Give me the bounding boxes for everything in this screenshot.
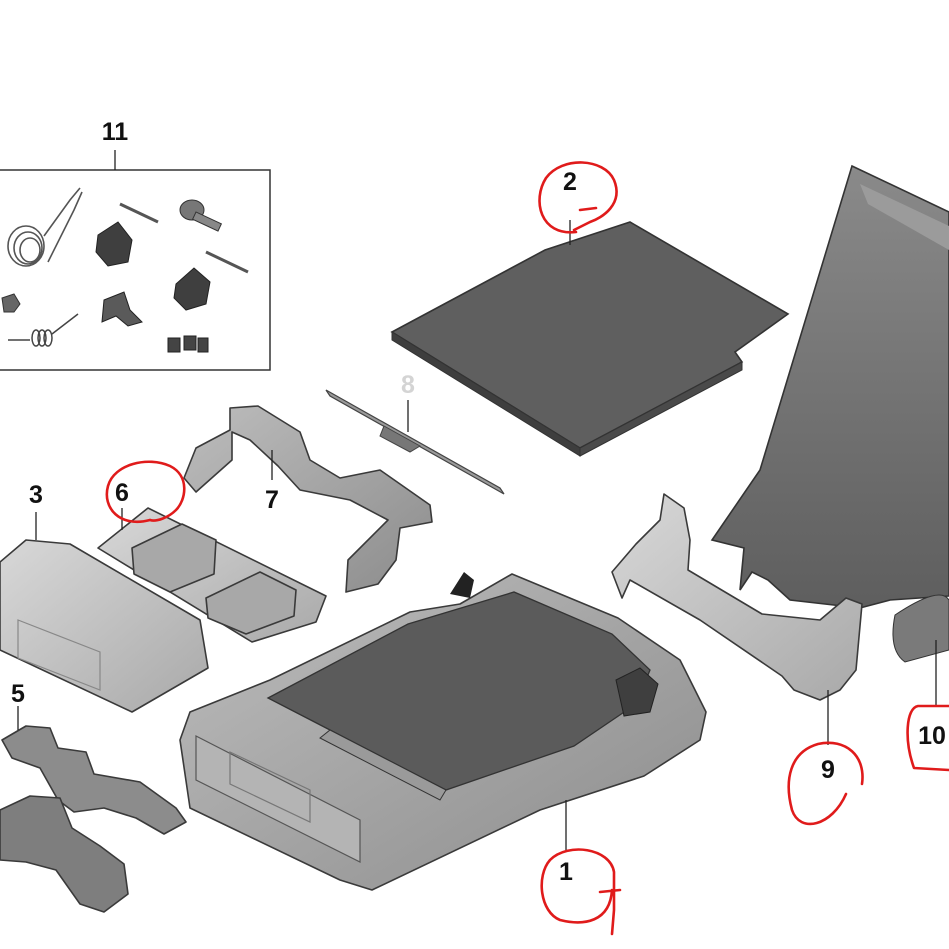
part-3-recess	[17, 619, 101, 691]
part-5-lower	[0, 795, 129, 913]
part-1-latch	[615, 667, 659, 717]
part-9-body	[611, 493, 863, 701]
bolt-icon	[179, 199, 223, 232]
red-annotations	[105, 161, 949, 936]
part-2-top-face	[390, 221, 790, 449]
part-5-label: 5	[11, 680, 25, 708]
part-2-edge	[579, 361, 743, 457]
part-11-frame	[0, 169, 271, 371]
part-1-armrest-base	[179, 572, 707, 891]
part-1-label: 1	[559, 858, 573, 886]
part-8-label: 8	[401, 371, 415, 399]
part-10-panel	[710, 164, 949, 609]
part-10-label: 10	[918, 722, 946, 750]
circle-annotation-2	[538, 161, 618, 234]
spring-coil-icon	[7, 187, 83, 267]
latch-icon	[95, 221, 133, 267]
part-6-pad-left	[131, 523, 217, 593]
part-2-label: 2	[563, 168, 577, 196]
part-7-bracket	[183, 405, 433, 593]
pin-icon	[205, 250, 249, 274]
circle-annotation-10	[906, 704, 949, 772]
part-5-brackets	[0, 706, 187, 913]
part-3-cover	[0, 512, 209, 713]
part-1-front-face	[195, 735, 361, 863]
part-2-pad	[390, 220, 790, 457]
circle-annotation-6	[105, 460, 186, 523]
part-6-label: 6	[115, 479, 129, 507]
pin-icon	[119, 202, 159, 224]
part-1-front-recess	[229, 751, 311, 823]
circle-annotation-9	[787, 741, 864, 826]
part-10-hinge	[892, 594, 949, 663]
part-8-bracket	[379, 425, 421, 453]
part-11-label: 11	[102, 118, 129, 146]
part-11-kit-group	[0, 150, 271, 371]
small-spring-icon	[8, 313, 79, 347]
part-9-label: 9	[821, 756, 835, 784]
circle-annotation-1	[540, 848, 616, 936]
part-10-rim	[860, 184, 949, 250]
part-6-tray	[97, 507, 327, 643]
part-8-bar	[325, 389, 505, 495]
part-1-clip	[450, 572, 474, 598]
screws-icon	[167, 335, 209, 353]
part-1-cavity-lip	[319, 729, 447, 801]
part-5-upper	[1, 725, 187, 835]
part-10-backrest	[710, 164, 949, 705]
part-6-pad-right	[205, 571, 297, 635]
circle-annotation-1-tick	[598, 888, 622, 894]
clip-icon	[101, 291, 143, 327]
part-7-label: 7	[265, 486, 279, 514]
circle-annotation-2-tick	[578, 206, 598, 212]
latch-icon	[173, 267, 211, 311]
part-9-hinge-bracket	[611, 493, 863, 745]
nut-icon	[1, 293, 21, 313]
part-3-body	[0, 539, 209, 713]
part-7-body	[183, 405, 433, 593]
part-8-rail	[325, 389, 505, 495]
part-3-label: 3	[29, 481, 43, 509]
